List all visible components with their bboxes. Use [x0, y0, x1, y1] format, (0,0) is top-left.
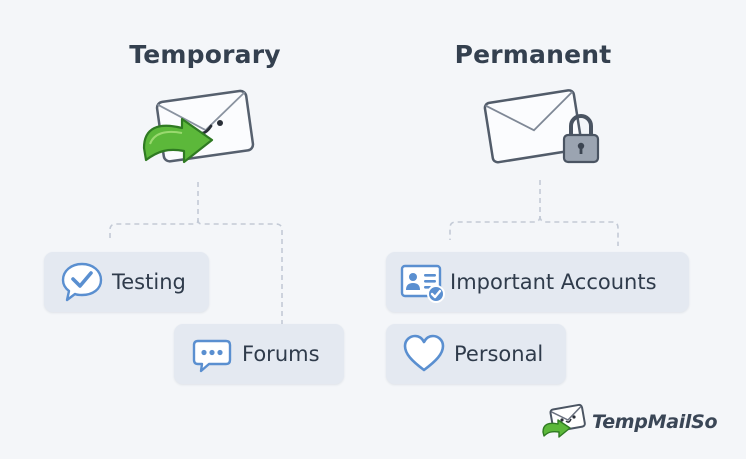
brand-name: TempMailSo [592, 411, 718, 433]
important-accounts-chip: Important Accounts [386, 252, 689, 312]
forums-label: Forums [242, 342, 320, 366]
chat-bubble-icon [190, 332, 234, 376]
personal-label: Personal [454, 342, 544, 366]
important-accounts-label: Important Accounts [450, 270, 657, 294]
envelope-with-face-and-arrow-icon [134, 86, 264, 176]
id-card-icon [400, 260, 445, 304]
forums-chip: Forums [174, 324, 344, 384]
testing-chip: Testing [44, 252, 209, 312]
checkmark-bubble-icon [60, 260, 104, 304]
personal-chip: Personal [386, 324, 566, 384]
heart-icon [402, 332, 446, 376]
temporary-heading: Temporary [129, 40, 281, 69]
permanent-heading: Permanent [454, 40, 612, 69]
brand-watermark: TempMailSo [540, 402, 718, 442]
tempmailso-logo-icon [540, 402, 590, 442]
envelope-with-lock-icon [480, 84, 606, 166]
testing-label: Testing [112, 270, 186, 294]
